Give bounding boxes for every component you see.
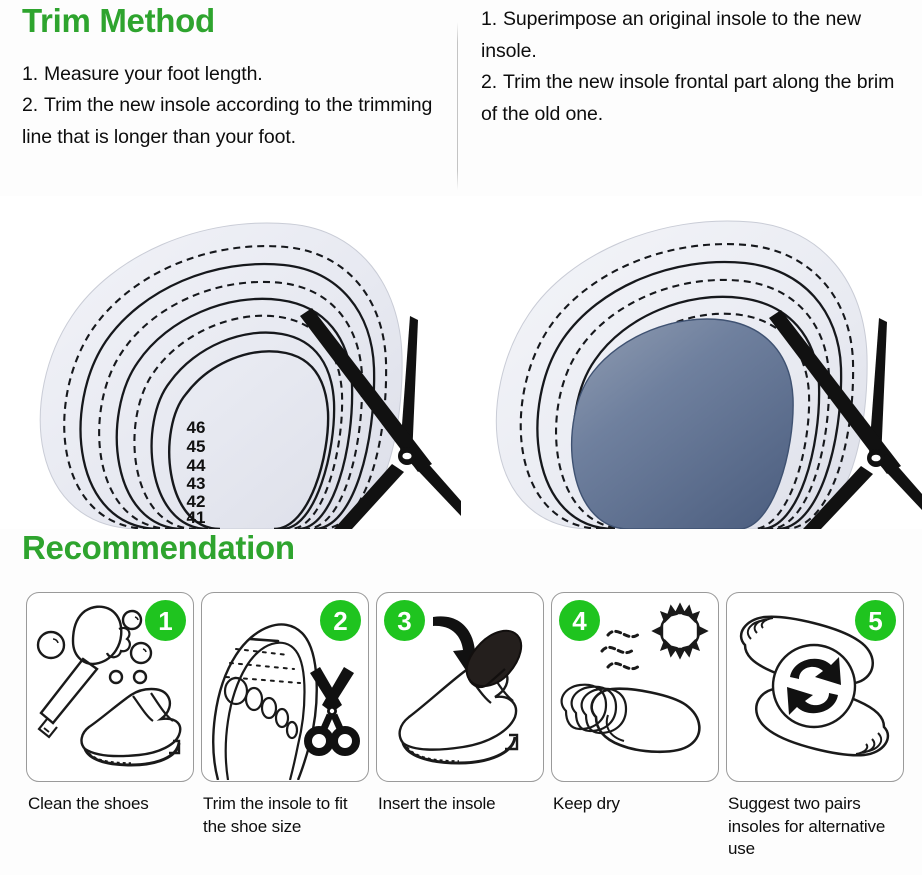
step-badge-3: 3: [384, 600, 425, 641]
panel-caption-1: Clean the shoes: [28, 794, 149, 813]
list-item: 1.Measure your foot length.: [22, 59, 439, 91]
size-label-46: 46: [187, 418, 206, 437]
scissors-icon: [300, 308, 461, 529]
stacked-insoles-icon: [560, 683, 701, 754]
step-badge-2: 2: [320, 600, 361, 641]
illustration-superimpose-and-trim: 46 45 44 43 42: [461, 196, 922, 529]
trim-line-42: [133, 314, 344, 529]
step-text: Superimpose an original insole to the ne…: [481, 8, 861, 62]
old-insole-overlay: [570, 318, 794, 529]
recommendation-step-1: 1: [26, 592, 194, 861]
panel-caption-4: Keep dry: [553, 794, 620, 813]
heat-waves-icon: [600, 629, 642, 671]
two-insoles-icon: [739, 615, 890, 757]
panel-two-pairs-alternative: 5: [726, 592, 904, 782]
swap-arrows-icon: [771, 643, 857, 729]
panel-clean-the-shoes: 1: [26, 592, 194, 782]
trim-line-45: [536, 260, 843, 529]
scissors-icon: [304, 667, 360, 756]
trim-line-43: [115, 297, 354, 529]
list-item: 1.Superimpose an original insole to the …: [481, 4, 908, 67]
panel-insert-the-insole: 3: [376, 592, 544, 782]
page-title: Trim Method: [22, 2, 215, 39]
step-badge-4: 4: [559, 600, 600, 641]
illustrations-row: 46 45 44 43 42 41 40: [0, 196, 922, 529]
recommendation-title: Recommendation: [22, 529, 295, 566]
recommendation-step-4: 4: [551, 592, 719, 861]
brush-bubbles-shoe-icon: [36, 605, 182, 767]
trim-method-left-column: Trim Method 1.Measure your foot length. …: [0, 0, 457, 196]
panel-caption-5: Suggest two pairs insoles for alternativ…: [728, 794, 886, 859]
list-item: 2.Trim the new insole according to the t…: [22, 90, 439, 153]
trim-line-46: [519, 243, 855, 529]
size-label-44: 44: [187, 456, 206, 475]
step-number: 1.: [22, 62, 39, 85]
size-label-40: 40: [187, 525, 206, 529]
trim-method-left-steps: 1.Measure your foot length. 2.Trim the n…: [22, 59, 439, 154]
step-number: 2.: [481, 71, 498, 94]
step-badge-5: 5: [855, 600, 896, 641]
size-label-42: 42: [187, 492, 206, 511]
list-item: 2.Trim the new insole frontal part along…: [481, 67, 908, 130]
panel-keep-dry: 4: [551, 592, 719, 782]
illustration-measure-and-trim: 46 45 44 43 42 41 40: [0, 196, 461, 529]
panel-caption-3: Insert the insole: [378, 794, 496, 813]
recommendation-step-2: 2: [201, 592, 369, 861]
step-text: Trim the new insole frontal part along t…: [481, 71, 895, 125]
recommendation-step-5: 5: [726, 592, 904, 861]
step-number: 1.: [481, 8, 498, 30]
recommendation-panels: 1: [26, 592, 906, 861]
trim-method-right-column: 1.Superimpose an original insole to the …: [457, 0, 922, 196]
trim-line-40: [168, 350, 330, 529]
trim-line-41: [150, 331, 336, 529]
sun-icon: [651, 602, 709, 660]
trim-line-44: [98, 280, 364, 529]
size-label-45: 45: [187, 437, 206, 456]
size-label-43: 43: [187, 474, 206, 493]
step-text: Measure your foot length.: [44, 62, 263, 85]
step-badge-1: 1: [145, 600, 186, 641]
step-text: Trim the new insole according to the tri…: [22, 94, 433, 148]
trim-method-right-steps: 1.Superimpose an original insole to the …: [481, 4, 908, 130]
panel-trim-the-insole: 2: [201, 592, 369, 782]
panel-caption-2: Trim the insole to fit the shoe size: [203, 794, 348, 836]
dark-insole: [465, 629, 523, 689]
trim-method-section: Trim Method 1.Measure your foot length. …: [0, 0, 922, 196]
trim-line-46: [63, 245, 388, 529]
foot-on-insole-scissors-icon: [212, 623, 318, 780]
trim-line-44: [555, 278, 831, 529]
recommendation-heading-wrap: Recommendation: [22, 529, 295, 566]
step-number: 2.: [22, 94, 39, 117]
size-label-41: 41: [187, 508, 206, 527]
recommendation-step-3: 3: [376, 592, 544, 861]
column-divider: [457, 22, 458, 190]
trim-line-45: [79, 262, 376, 529]
scissors-icon: [769, 310, 922, 529]
